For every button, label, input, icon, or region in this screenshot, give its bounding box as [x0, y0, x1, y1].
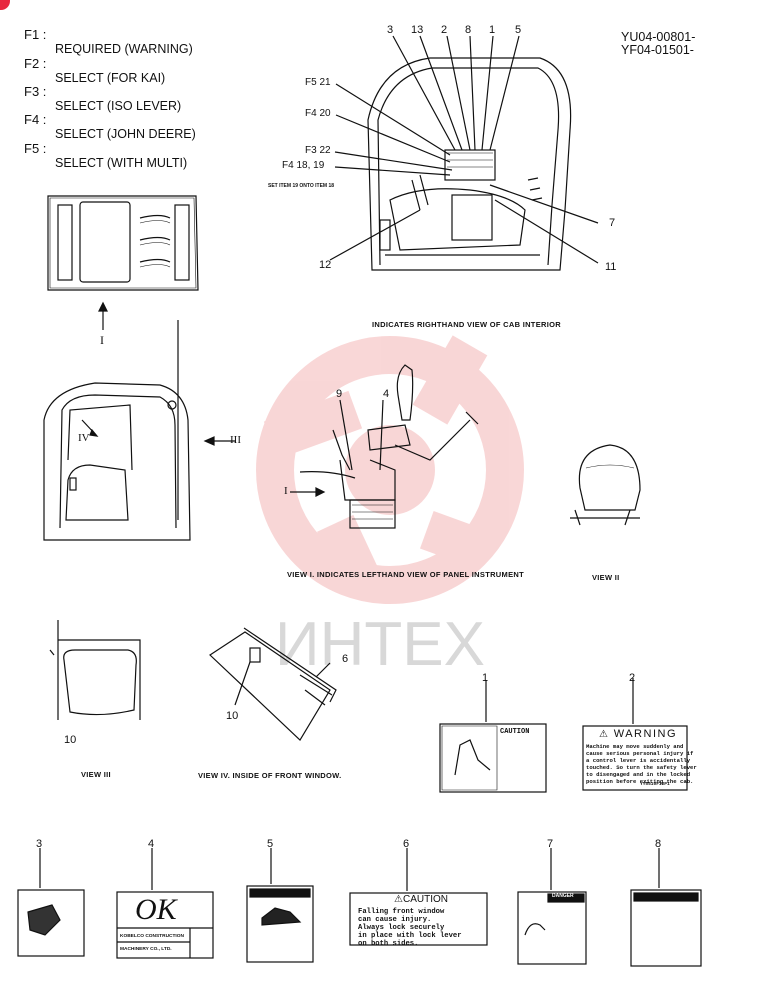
callout-number: F5 21	[305, 77, 331, 88]
part-number: YU04-00801-	[621, 30, 696, 44]
legend-code: F2 :	[24, 56, 47, 71]
decal-7-shape	[517, 848, 587, 965]
decal-number: 5	[267, 838, 274, 850]
decal-4-shape	[116, 848, 214, 959]
decal-number: 4	[148, 838, 155, 850]
decal-7-header: DANGER	[552, 893, 574, 899]
decal-6-header: ⚠CAUTION	[394, 894, 448, 905]
caption-view-1: VIEW I. INDICATES LEFTHAND VIEW OF PANEL…	[287, 570, 524, 579]
cab-side-drawing	[43, 320, 236, 541]
view-marker: I	[100, 333, 104, 347]
decal-6-line: on both sides.	[358, 940, 419, 948]
view3-window-drawing	[49, 620, 141, 720]
decal-2-line: touched. So turn the safety lever	[586, 764, 697, 771]
decal-2-code: YY5510F12P1	[640, 782, 670, 787]
callout-number: 3	[387, 24, 394, 36]
legend-text: REQUIRED (WARNING)	[55, 42, 193, 56]
seat-panel-drawing	[290, 364, 479, 529]
legend-text: SELECT (WITH MULTI)	[55, 156, 188, 170]
decal-2-line: cause serious personal injury if	[586, 750, 694, 757]
decal-6-shape	[349, 848, 488, 946]
legend-code: F1 :	[24, 27, 47, 42]
decal-6-body: Falling front window can cause injury. A…	[358, 908, 462, 948]
decal-4-maker-line: KOBELCO CONSTRUCTION	[120, 934, 184, 939]
legend-code: F4 :	[24, 112, 47, 127]
caption-cab-interior: INDICATES RIGHTHAND VIEW OF CAB INTERIOR	[372, 320, 561, 329]
callout-number: 5	[515, 24, 522, 36]
callout-number: 4	[383, 388, 390, 400]
decal-2-header: ⚠ WARNING	[599, 728, 678, 740]
callout-number: 12	[319, 259, 332, 271]
decal-3-shape	[17, 848, 85, 957]
decal-2-line: Machine may move suddenly and	[586, 743, 684, 750]
legend-text: SELECT (JOHN DEERE)	[55, 127, 196, 141]
view-marker: I	[284, 485, 288, 497]
callout-number: 10	[64, 734, 77, 746]
decal-number: 1	[482, 672, 489, 684]
caption-view-4: VIEW IV. INSIDE OF FRONT WINDOW.	[198, 771, 342, 780]
roof-view-drawing	[47, 195, 199, 330]
decal-2-line: a control lever is accidentally	[586, 757, 691, 764]
legend-text: SELECT (FOR KAI)	[55, 71, 166, 85]
callout-number: 6	[342, 653, 349, 665]
caption-view-3: VIEW III	[81, 770, 111, 779]
callout-number: 11	[605, 261, 617, 273]
callout-number: F4 18, 19	[282, 160, 325, 171]
legend-code: F5 :	[24, 141, 47, 156]
decal-number: 6	[403, 838, 410, 850]
view-marker: IV	[78, 432, 90, 444]
decal-2-line: to disengaged and in the locked	[586, 771, 691, 778]
decal-4-script: OK	[135, 893, 177, 926]
decal-number: 3	[36, 838, 43, 850]
decal-6-line: in place with lock lever	[358, 932, 462, 940]
callout-number: F3 22	[305, 145, 331, 156]
callout-number: 8	[465, 24, 472, 36]
decal-8-shape	[630, 848, 702, 967]
watermark-text: ИНТЕХ	[275, 610, 485, 679]
decal-number: 8	[655, 838, 662, 850]
callout-number: 9	[336, 388, 343, 400]
decal-6-line: Falling front window	[358, 908, 445, 916]
part-number: YF04-01501-	[621, 43, 694, 57]
decal-4-maker-line: MACHINERY CO., LTD.	[120, 947, 172, 952]
decal-6-line: Always lock securely	[358, 924, 445, 932]
decal-2-shape	[582, 678, 688, 791]
caption-view-2: VIEW II	[592, 573, 620, 582]
callout-number: 13	[411, 24, 424, 36]
callout-number: F4 20	[305, 108, 331, 119]
callout-number: 2	[441, 24, 448, 36]
view2-seat-drawing	[570, 444, 641, 526]
decal-1-shape	[439, 680, 547, 793]
decal-6-line: can cause injury.	[358, 916, 432, 924]
decal-2-line: position before exiting the cab.	[586, 778, 694, 785]
callout-number: 1	[489, 24, 496, 36]
cab-interior-drawing	[329, 35, 599, 271]
callout-number: 10	[226, 710, 239, 722]
callout-number: 7	[609, 217, 616, 229]
decal-number: 2	[629, 672, 636, 684]
decal-6-header-text: CAUTION	[402, 894, 448, 905]
corner-badge	[0, 0, 10, 10]
decal-5-shape	[246, 848, 314, 963]
decal-2-header-text: WARNING	[613, 728, 678, 740]
decal-2-body: Machine may move suddenly and cause seri…	[586, 743, 697, 785]
decal-4-maker: KOBELCO CONSTRUCTION MACHINERY CO., LTD.	[120, 930, 184, 956]
legend-code: F3 :	[24, 84, 47, 99]
set-note: SET ITEM 19 ONTO ITEM 18	[268, 183, 335, 189]
legend-text: SELECT (ISO LEVER)	[55, 99, 182, 113]
decal-1-header: CAUTION	[500, 728, 530, 736]
view-marker: III	[230, 434, 241, 446]
decal-number: 7	[547, 838, 554, 850]
view4-window-drawing	[209, 627, 337, 741]
